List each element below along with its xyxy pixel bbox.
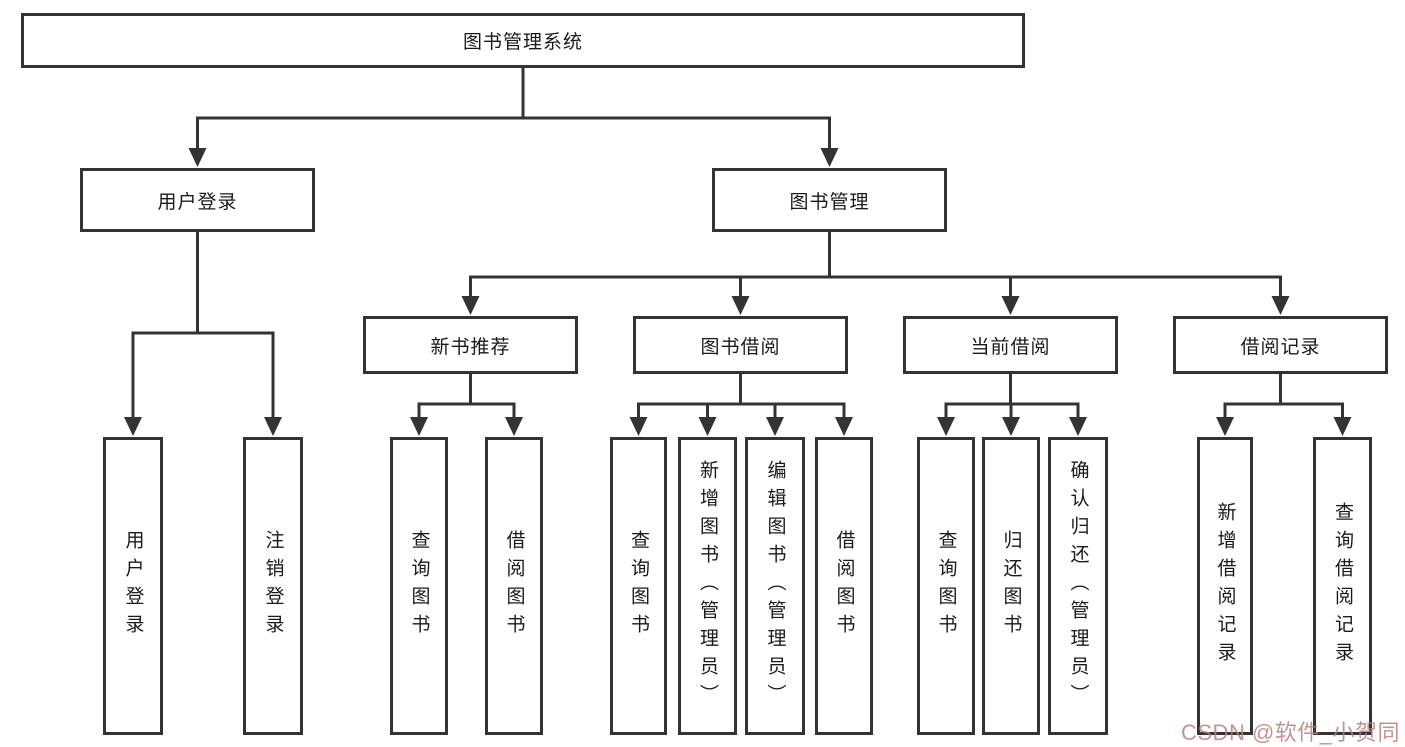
node-leaf-edit-books-admin: 编辑图书（管理员） xyxy=(745,437,805,735)
node-label: 图书借阅 xyxy=(700,336,781,358)
node-leaf-query-books-3: 查询图书 xyxy=(917,437,975,735)
node-label: 借阅记录 xyxy=(1240,336,1321,358)
node-label: 用户登录 xyxy=(157,191,238,213)
node-borrow-records: 借阅记录 xyxy=(1173,316,1388,374)
node-leaf-confirm-return-admin: 确认归还（管理员） xyxy=(1048,437,1108,735)
node-user-login: 用户登录 xyxy=(80,168,315,232)
node-leaf-add-borrow-record: 新增借阅记录 xyxy=(1197,437,1253,735)
node-leaf-logout: 注销登录 xyxy=(243,437,303,735)
node-label: 新增图书（管理员） xyxy=(697,460,718,712)
node-label: 查询图书 xyxy=(628,530,649,642)
node-label: 归还图书 xyxy=(1000,530,1022,642)
arrowhead-icons xyxy=(124,148,1352,436)
node-leaf-user-login: 用户登录 xyxy=(103,437,163,735)
node-current-borrow: 当前借阅 xyxy=(903,316,1118,374)
node-label: 借阅图书 xyxy=(503,530,525,642)
node-label: 查询图书 xyxy=(935,530,957,642)
node-leaf-borrow-books-2: 借阅图书 xyxy=(815,437,873,735)
node-book-borrow: 图书借阅 xyxy=(633,316,848,374)
node-new-book-recommend: 新书推荐 xyxy=(363,316,578,374)
node-leaf-return-books: 归还图书 xyxy=(982,437,1040,735)
node-label: 用户登录 xyxy=(122,530,144,642)
node-label: 当前借阅 xyxy=(970,336,1051,358)
node-label: 新书推荐 xyxy=(430,336,511,358)
node-leaf-borrow-books-1: 借阅图书 xyxy=(485,437,543,735)
node-label: 确认归还（管理员） xyxy=(1067,460,1089,712)
node-leaf-add-books-admin: 新增图书（管理员） xyxy=(678,437,737,735)
node-label: 查询借阅记录 xyxy=(1332,502,1353,670)
node-leaf-query-books-1: 查询图书 xyxy=(390,437,448,735)
node-label: 图书管理系统 xyxy=(462,32,583,53)
node-leaf-query-books-2: 查询图书 xyxy=(610,437,667,735)
node-library-management-system: 图书管理系统 xyxy=(21,13,1025,68)
node-leaf-query-borrow-record: 查询借阅记录 xyxy=(1313,437,1372,735)
node-book-management: 图书管理 xyxy=(712,168,947,232)
node-label: 新增借阅记录 xyxy=(1214,502,1236,670)
node-label: 借阅图书 xyxy=(833,530,855,642)
node-label: 编辑图书（管理员） xyxy=(764,460,786,712)
csdn-watermark: CSDN @软件_小贺同学 xyxy=(1181,720,1401,745)
node-label: 查询图书 xyxy=(408,530,430,642)
node-label: 注销登录 xyxy=(262,530,284,642)
node-label: 图书管理 xyxy=(789,191,870,213)
